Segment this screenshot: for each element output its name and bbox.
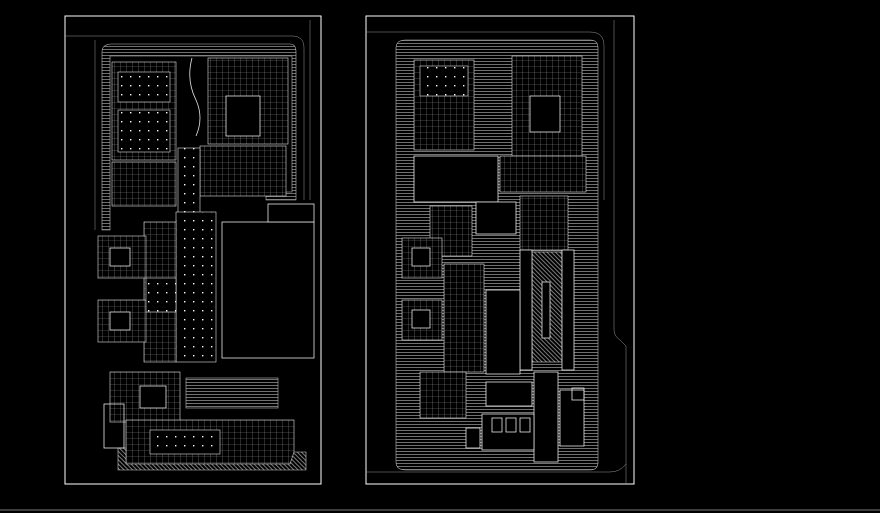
building-east-wing — [199, 145, 287, 197]
roof-courtyard — [529, 95, 561, 133]
building-middle-west — [111, 161, 177, 207]
road-edge — [65, 35, 305, 200]
courtyard-void-2 — [109, 311, 131, 331]
landscape-strip — [101, 43, 297, 231]
floor-plan-left — [64, 15, 322, 485]
south-stair — [465, 427, 481, 449]
room-gallery — [117, 109, 171, 153]
kiosk — [491, 417, 503, 433]
courtyard-void-1 — [109, 247, 131, 267]
central-spine — [175, 211, 217, 363]
room-hall — [117, 71, 171, 103]
south-pavilion — [485, 381, 533, 407]
stream-curve — [189, 57, 201, 137]
room-center — [145, 277, 177, 313]
kiosk — [519, 417, 531, 433]
forecourt — [475, 201, 517, 235]
hall-annex — [267, 203, 315, 223]
south-terrace — [185, 377, 279, 409]
lawn-black — [485, 289, 521, 375]
walkway — [519, 249, 533, 371]
roof-hall — [419, 65, 469, 97]
road-edge — [366, 463, 627, 473]
walkway — [561, 249, 575, 371]
auditorium — [139, 385, 167, 409]
marker-box — [571, 387, 585, 401]
sheet-border-right — [365, 15, 635, 485]
axis-path — [541, 281, 551, 339]
kiosk — [505, 417, 517, 433]
large-hall — [221, 221, 315, 359]
corridor — [177, 147, 201, 219]
site-plan-right — [365, 15, 635, 485]
roof-void-2 — [411, 309, 431, 329]
courtyard — [225, 95, 261, 137]
plaza-north — [413, 155, 499, 203]
south-plinth — [117, 447, 307, 471]
roof-void-1 — [411, 247, 431, 267]
stair-block — [103, 403, 125, 449]
room-south-hall — [149, 429, 221, 455]
sheet-border-left — [64, 15, 322, 485]
entrance-pavilion — [519, 195, 569, 251]
road-edge — [366, 31, 605, 200]
roof-east-wing — [499, 155, 587, 193]
roof-south-west — [419, 371, 467, 419]
roof-west-spine — [443, 263, 485, 373]
south-axis — [533, 371, 559, 463]
road-edge — [613, 20, 627, 484]
